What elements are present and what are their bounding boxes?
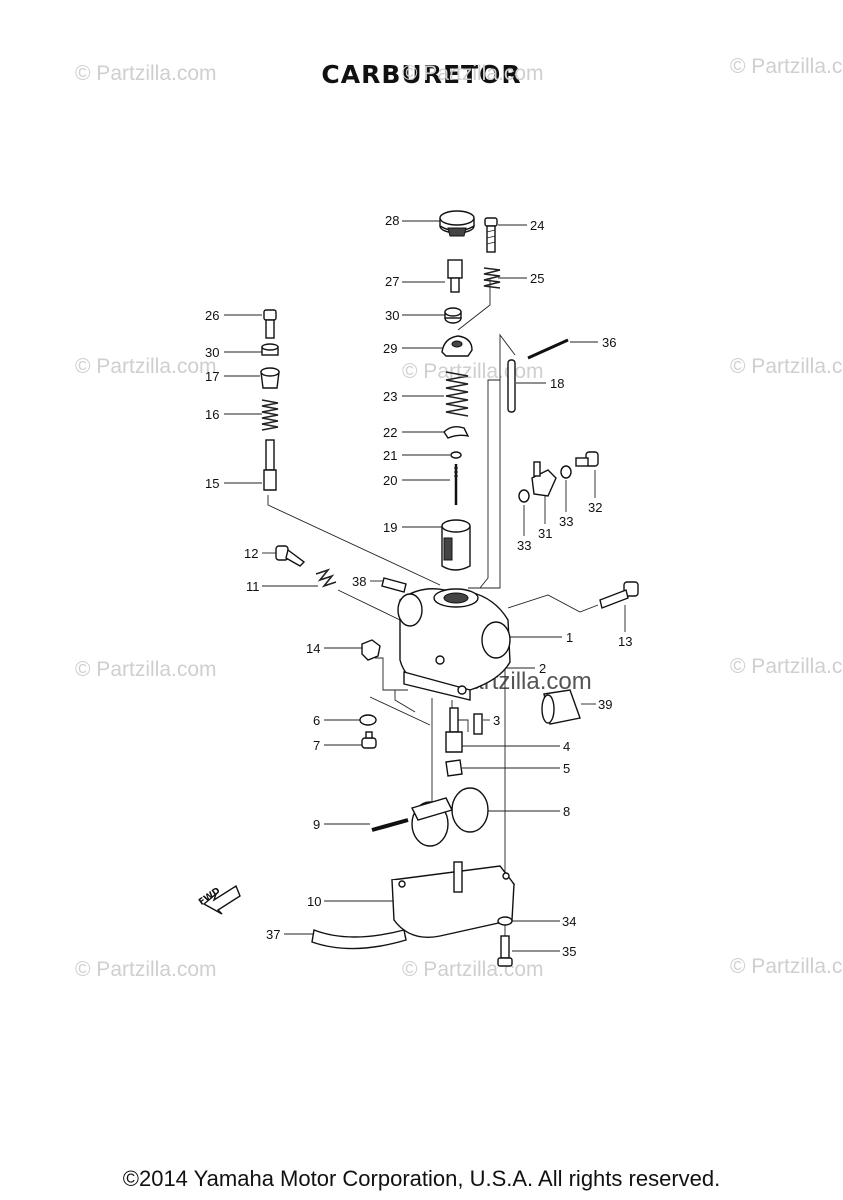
part-4-needle-jet: [445, 707, 463, 753]
callout-4: 4: [563, 739, 570, 754]
callout-29: 29: [383, 341, 397, 356]
part-8-float: [410, 787, 489, 847]
part-21-clip: [450, 451, 462, 459]
part-38-tube: [381, 577, 407, 593]
callout-24: 24: [530, 218, 544, 233]
watermark: © Partzilla.com: [730, 355, 843, 378]
callout-22: 22: [383, 425, 397, 440]
part-29-cap: [441, 335, 473, 357]
part-6-washer: [359, 714, 377, 726]
part-14-nut: [361, 639, 381, 661]
callout-19: 19: [383, 520, 397, 535]
page-title: CARBURETOR: [321, 60, 522, 89]
callout-7: 7: [313, 738, 320, 753]
callout-9: 9: [313, 817, 320, 832]
callout-labels: 28 24 27 25 30 29 26 30 17 16 15 36 18 2…: [205, 213, 632, 959]
watermark: © Partzilla.com: [75, 62, 217, 85]
part-27-adjuster: [447, 259, 463, 293]
part-9-pin: [371, 818, 409, 832]
part-16-spring: [261, 399, 279, 431]
part-32-bolt: [575, 451, 599, 467]
part-20-needle: [454, 464, 458, 505]
callout-30: 30: [205, 345, 219, 360]
part-19-slide: [441, 519, 471, 571]
part-34-washer: [497, 916, 513, 926]
fwd-arrow-icon: [202, 884, 241, 915]
part-23-spring: [445, 371, 469, 417]
part-17-cap: [260, 367, 280, 389]
part-30-nut-lower: [261, 343, 279, 356]
callout-8: 8: [563, 804, 570, 819]
callout-1: 1: [566, 630, 573, 645]
callout-3: 3: [493, 713, 500, 728]
callout-20: 20: [383, 473, 397, 488]
callout-23: 23: [383, 389, 397, 404]
callout-34: 34: [562, 914, 576, 929]
callout-15: 15: [205, 476, 219, 491]
part-3-jet: [473, 713, 483, 735]
part-31-fitting: [531, 461, 557, 497]
part-11-spring: [315, 568, 337, 588]
part-7-screw: [361, 731, 377, 749]
callout-26: 26: [205, 308, 219, 323]
callout-2: 2: [539, 661, 546, 676]
watermark: © Partzilla.com: [75, 958, 217, 981]
callout-11: 11: [246, 579, 260, 594]
watermark: © Partzilla.com: [75, 355, 217, 378]
part-18-pipe: [507, 359, 516, 413]
part-39-sleeve: [541, 689, 581, 725]
part-22-clip: [443, 425, 470, 439]
callout-6: 6: [313, 713, 320, 728]
part-30-nut-upper: [444, 307, 462, 324]
callout-25: 25: [530, 271, 544, 286]
part-28-cap: [439, 210, 475, 237]
callout-17: 17: [205, 369, 219, 384]
copyright-notice: ©2014 Yamaha Motor Corporation, U.S.A. A…: [122, 1166, 721, 1191]
watermark: © Partzilla.com: [402, 62, 544, 85]
callout-33: 33: [517, 538, 531, 553]
callout-30: 30: [385, 308, 399, 323]
watermark: © Partzilla.com: [75, 658, 217, 681]
callout-33: 33: [559, 514, 573, 529]
callout-35: 35: [562, 944, 576, 959]
part-13-bolt: [599, 581, 639, 609]
part-33-washer-lower: [518, 489, 530, 503]
part-33-washer: [560, 465, 572, 479]
callout-32: 32: [588, 500, 602, 515]
callout-5: 5: [563, 761, 570, 776]
watermark: © Partzilla.com: [730, 655, 843, 678]
part-26-screw: [263, 309, 277, 339]
part-25-spring: [483, 267, 501, 289]
callout-31: 31: [538, 526, 552, 541]
part-15-plunger: [263, 439, 277, 491]
callout-36: 36: [602, 335, 616, 350]
callout-28: 28: [385, 213, 399, 228]
part-36-pin: [527, 338, 569, 360]
part-1-carburetor-body: [397, 588, 511, 701]
callout-27: 27: [385, 274, 399, 289]
callout-38: 38: [352, 574, 366, 589]
callout-21: 21: [383, 448, 397, 463]
part-35-screw: [497, 935, 513, 967]
callout-39: 39: [598, 697, 612, 712]
callout-37: 37: [266, 927, 280, 942]
callout-14: 14: [306, 641, 320, 656]
callout-12: 12: [244, 546, 258, 561]
watermark: © Partzilla.com: [730, 55, 843, 78]
callout-18: 18: [550, 376, 564, 391]
watermark: © Partzilla.com: [730, 955, 843, 978]
callout-16: 16: [205, 407, 219, 422]
part-10-float-bowl: [390, 861, 516, 938]
part-37-hose: [311, 929, 407, 950]
callout-10: 10: [307, 894, 321, 909]
part-5-main-jet: [445, 759, 463, 777]
part-24-screw: [484, 217, 498, 253]
callout-13: 13: [618, 634, 632, 649]
part-12-screw: [275, 545, 306, 567]
